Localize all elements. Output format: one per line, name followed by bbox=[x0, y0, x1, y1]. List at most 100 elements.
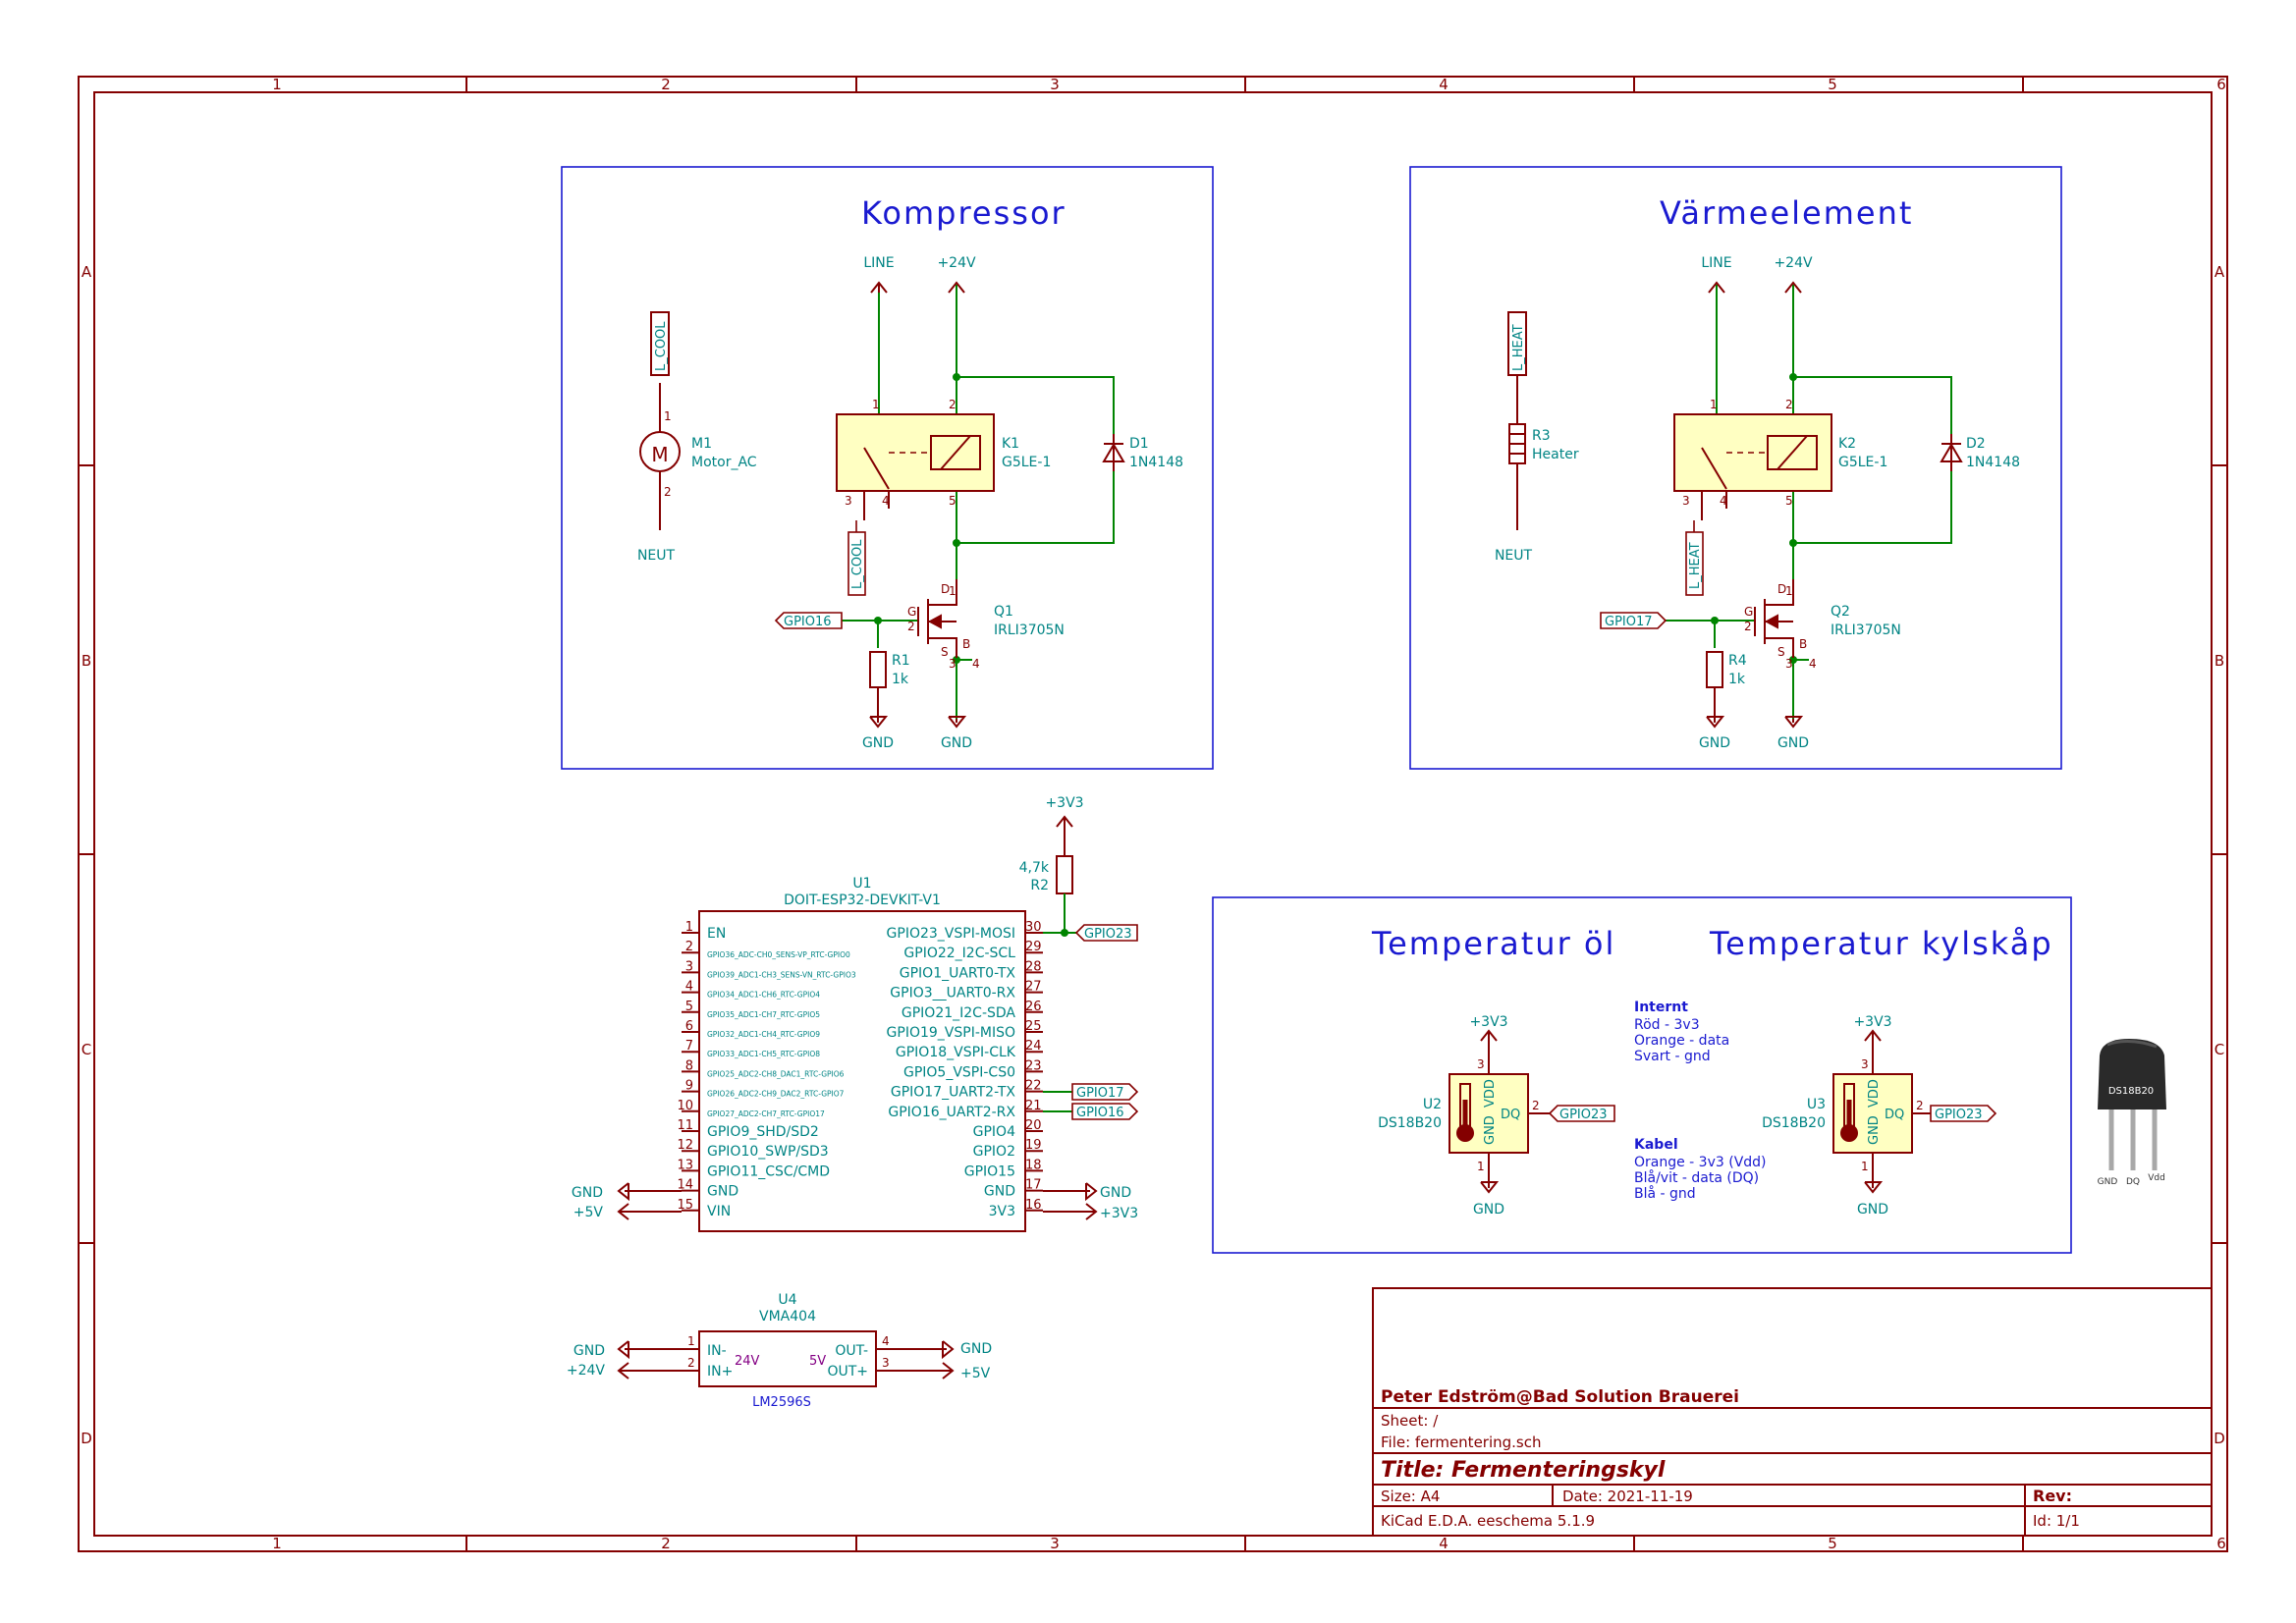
col-label-top: 2 bbox=[661, 76, 671, 93]
row-label-left: A bbox=[82, 263, 92, 281]
pin-number: 16 bbox=[1025, 1198, 1042, 1213]
pin-name: EN bbox=[707, 926, 726, 942]
neut-label: NEUT bbox=[637, 548, 676, 564]
gnd-label: GND bbox=[1857, 1202, 1888, 1217]
kompressor-circuit: LINE +24V 1 2 3 4 5 K1 G5LE-1 L_COOL bbox=[637, 255, 1183, 751]
pin-name: GPIO18_VSPI-CLK bbox=[896, 1045, 1016, 1060]
kabel-title: Kabel bbox=[1634, 1137, 1678, 1153]
buck-converter-u4: U4 VMA404 IN- IN+ OUT- OUT+ 24V 5V LM259… bbox=[567, 1292, 992, 1410]
section-title-varme: Värmeelement bbox=[1660, 194, 1913, 232]
q1-pin1: 1 bbox=[949, 584, 957, 598]
row-label-right: C bbox=[2214, 1041, 2224, 1058]
heater-r3 bbox=[1507, 311, 1527, 530]
gpio23-label: GPIO23 bbox=[1935, 1108, 1983, 1122]
col-label-top: 6 bbox=[2216, 76, 2226, 93]
section-boxes bbox=[561, 166, 2072, 1254]
pin-number: 27 bbox=[1025, 980, 1042, 995]
pin-name: VIN bbox=[707, 1204, 731, 1219]
q2-b: B bbox=[1799, 637, 1807, 651]
frame-labels: 1 2 3 4 5 6 1 2 3 4 5 6 A B C D A B C D bbox=[81, 76, 2226, 1552]
p3v3-label: +3V3 bbox=[1100, 1206, 1138, 1221]
ds18b20-photo: DS18B20 GND DQ Vdd bbox=[2098, 1039, 2166, 1187]
section-title-kompressor: Kompressor bbox=[861, 194, 1066, 232]
pin-name: GND bbox=[984, 1184, 1015, 1200]
row-label-left: C bbox=[82, 1041, 91, 1058]
pin-name: GPIO33_ADC1-CH5_RTC-GPIO8 bbox=[707, 1050, 820, 1058]
q2-d: D bbox=[1777, 582, 1786, 596]
k2-value: G5LE-1 bbox=[1838, 455, 1887, 470]
gnd-label: GND bbox=[1473, 1202, 1504, 1217]
gnd-label: GND bbox=[1699, 735, 1730, 751]
resistor-r2 bbox=[1056, 815, 1073, 894]
k2-pin2: 2 bbox=[1785, 398, 1793, 411]
varme-box bbox=[1409, 166, 2062, 770]
chip-marking: DS18B20 bbox=[2108, 1086, 2154, 1097]
m1-ref: M1 bbox=[691, 436, 712, 452]
pin-number: 9 bbox=[685, 1079, 693, 1094]
motor-symbol: M bbox=[651, 443, 668, 466]
pin-number: 8 bbox=[685, 1058, 693, 1073]
company-name: Peter Edström@Bad Solution Brauerei bbox=[1381, 1387, 1739, 1407]
file-field: File: fermentering.sch bbox=[1381, 1434, 1542, 1451]
gnd-label: GND bbox=[574, 1343, 605, 1359]
sheet-field: Sheet: / bbox=[1381, 1412, 1439, 1430]
pin-name: GPIO23_VSPI-MOSI bbox=[887, 926, 1015, 942]
u2-ref: U2 bbox=[1423, 1097, 1442, 1112]
pin-name: GPIO27_ADC2-CH7_RTC-GPIO17 bbox=[707, 1109, 825, 1118]
q1-pin4: 4 bbox=[972, 657, 980, 671]
relay-k2 bbox=[1673, 413, 1832, 520]
vdd-pin-name: VDD bbox=[1483, 1079, 1498, 1108]
id-field: Id: 1/1 bbox=[2033, 1512, 2080, 1530]
q2-pin4: 4 bbox=[1809, 657, 1817, 671]
diode-d1 bbox=[1102, 434, 1125, 471]
q1-d: D bbox=[941, 582, 950, 596]
vdd-pin-name: VDD bbox=[1867, 1079, 1882, 1108]
gnd-pin-name: GND bbox=[1483, 1115, 1498, 1145]
pin-name: GPIO32_ADC1-CH4_RTC-GPIO9 bbox=[707, 1030, 820, 1039]
col-label-bottom: 1 bbox=[272, 1535, 282, 1552]
pin-number: 28 bbox=[1025, 959, 1042, 974]
d2-value: 1N4148 bbox=[1966, 455, 2020, 470]
pin-name: GND bbox=[707, 1184, 738, 1200]
pin-number: 15 bbox=[677, 1198, 693, 1213]
r3-value: Heater bbox=[1532, 447, 1579, 462]
neut-label: NEUT bbox=[1495, 548, 1533, 564]
sheet-frame bbox=[78, 76, 2228, 1552]
pin-name: GPIO3__UART0-RX bbox=[890, 986, 1015, 1001]
col-label-top: 3 bbox=[1050, 76, 1060, 93]
k2-pin5: 5 bbox=[1785, 494, 1793, 508]
l-heat-top-label: L_HEAT bbox=[1511, 324, 1526, 371]
u2-pin2: 2 bbox=[1532, 1099, 1540, 1112]
leg-label: DQ bbox=[2126, 1177, 2140, 1187]
k2-pin1: 1 bbox=[1710, 398, 1718, 411]
note-line: Orange - data bbox=[1634, 1033, 1729, 1049]
diode-d2 bbox=[1940, 434, 1963, 471]
pin-name: GPIO16_UART2-RX bbox=[888, 1105, 1015, 1120]
col-label-top: 1 bbox=[272, 76, 282, 93]
col-label-top: 5 bbox=[1828, 76, 1837, 93]
pin-number: 12 bbox=[677, 1138, 693, 1153]
pin-name: GPIO5_VSPI-CS0 bbox=[903, 1064, 1015, 1080]
pin-number: 4 bbox=[685, 980, 693, 995]
pin-number: 29 bbox=[1025, 940, 1042, 954]
pin-number: 5 bbox=[685, 1000, 693, 1014]
p3v3-label: +3V3 bbox=[1045, 795, 1083, 811]
u1-value: DOIT-ESP32-DEVKIT-V1 bbox=[784, 893, 941, 908]
pin-name: GPIO34_ADC1-CH6_RTC-GPIO4 bbox=[707, 991, 820, 1000]
pin-name: GPIO35_ADC1-CH7_RTC-GPIO5 bbox=[707, 1010, 820, 1019]
q1-b: B bbox=[962, 637, 970, 651]
title-block bbox=[1372, 1287, 2213, 1537]
gpio17-label: GPIO17 bbox=[1605, 615, 1653, 629]
internt-title: Internt bbox=[1634, 1000, 1688, 1015]
pin-number: 1 bbox=[685, 920, 693, 935]
m1-pin1: 1 bbox=[664, 409, 672, 423]
u4-ref: U4 bbox=[778, 1292, 796, 1308]
pin-name: GPIO15 bbox=[964, 1163, 1015, 1179]
note-line: Blå/vit - data (DQ) bbox=[1634, 1169, 1759, 1186]
u3-value: DS18B20 bbox=[1762, 1115, 1826, 1131]
q1-s: S bbox=[941, 645, 949, 659]
pin-name: GPIO4 bbox=[973, 1124, 1015, 1140]
u4-pin1: 1 bbox=[687, 1334, 695, 1348]
title-field: Title: Fermenteringskyl bbox=[1381, 1458, 1666, 1483]
pin-name: GPIO11_CSC/CMD bbox=[707, 1163, 830, 1179]
